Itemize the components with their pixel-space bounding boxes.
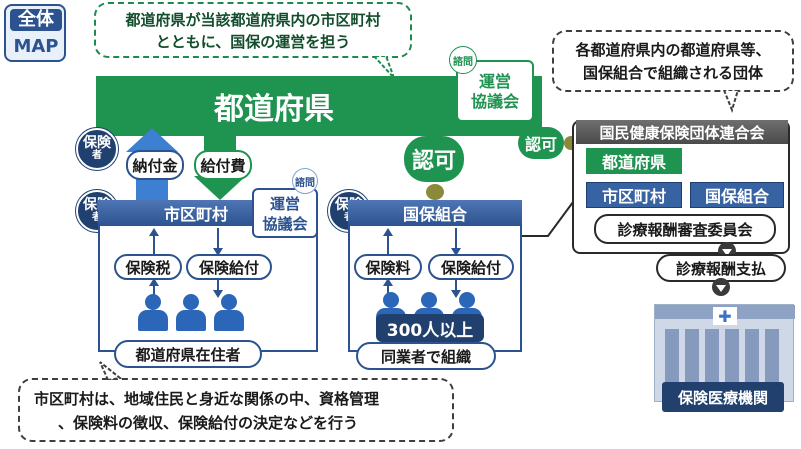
municipality-council: 運営 協議会 xyxy=(252,188,318,238)
union-members: 300人以上 xyxy=(376,314,484,342)
payment-out-label: 給付費 xyxy=(194,150,252,180)
payment-down-arrow-icon xyxy=(712,278,730,296)
approval-side-label: 認可 xyxy=(524,135,557,154)
municipality-council-line1: 運営 xyxy=(269,195,300,213)
callout-municipality-role: 市区町村は、地域住民と身近な関係の中、資格管理 、保険料の徴収、保険給付の決定な… xyxy=(18,378,454,442)
municipality-title: 市区町村 xyxy=(163,205,228,224)
logo-line2: MAP xyxy=(13,36,59,57)
federation-title-bar: 国民健康保険団体連合会 xyxy=(576,120,788,144)
union-title: 国保組合 xyxy=(402,205,467,224)
callout-federation-line1: 各都道府県内の都道府県等、 xyxy=(575,41,771,59)
municipality-council-tag: 諮問 xyxy=(292,168,318,194)
prefecture-council: 運営 協議会 xyxy=(456,60,534,122)
federation-committee: 診療報酬審査委員会 xyxy=(594,214,776,244)
insurer-badge-line1: 保険 xyxy=(83,135,111,152)
resident-person-icon xyxy=(138,294,168,332)
municipality-links xyxy=(149,228,223,298)
logo-line1: 全体 xyxy=(10,9,62,31)
municipality-item-benefit: 保険給付 xyxy=(186,254,272,280)
union-item-premium: 保険料 xyxy=(354,254,422,280)
insurer-badge-prefecture: 保険 者 xyxy=(76,128,118,170)
federation-member-municipality: 市区町村 xyxy=(586,182,682,208)
prefecture-council-line2: 協議会 xyxy=(470,92,519,111)
callout-municipality-line1: 市区町村は、地域住民と身近な関係の中、資格管理 xyxy=(34,390,380,408)
municipality-item-tax: 保険税 xyxy=(114,254,182,280)
insurer-badge-line2: 者 xyxy=(92,212,102,224)
hospital-windows xyxy=(665,329,785,385)
callout-federation-desc: 各都道府県内の都道府県等、 国保組合で組織される団体 xyxy=(552,30,794,92)
federation-connector xyxy=(522,197,577,237)
federation-committee-label: 診療報酬審査委員会 xyxy=(617,220,753,239)
prefecture-title: 都道府県 xyxy=(214,92,334,127)
municipality-council-line2: 協議会 xyxy=(262,215,308,233)
insurer-badge-line2: 者 xyxy=(92,150,102,162)
resident-person-icon xyxy=(176,294,206,332)
approval-main-label: 認可 xyxy=(411,149,456,174)
prefecture-council-line1: 運営 xyxy=(478,72,511,91)
callout-prefecture-role: 都道府県が当該都道府県内の市区町村 とともに、国保の運営を担う xyxy=(94,2,412,58)
union-bar: 国保組合 xyxy=(348,200,522,226)
callout-federation-line2: 国保組合で組織される団体 xyxy=(582,64,763,82)
hospital-cross-icon: ✚ xyxy=(713,307,737,326)
union-links xyxy=(383,228,461,298)
union-footer: 同業者で組織 xyxy=(356,342,496,370)
municipality-footer: 都道府県在住者 xyxy=(114,340,262,368)
prefecture-council-tag: 諮問 xyxy=(449,46,477,74)
callout-federation-pointer xyxy=(722,90,740,114)
resident-person-icon xyxy=(214,294,244,332)
callout-prefecture-role-line2: とともに、国保の運営を担う xyxy=(155,33,351,51)
logo: 全体 MAP xyxy=(4,4,66,62)
payment-in-label: 納付金 xyxy=(126,150,184,180)
callout-municipality-line2: 、保険料の徴収、保険給付の決定などを行う xyxy=(58,414,359,432)
callout-municipality-pointer xyxy=(99,361,123,380)
callout-prefecture-pointer xyxy=(372,56,395,79)
approval-main: 認可 xyxy=(404,136,464,182)
payment-label: 診療報酬支払 xyxy=(675,259,766,278)
federation-title: 国民健康保険団体連合会 xyxy=(599,123,765,142)
approval-main-arrow xyxy=(426,184,444,200)
federation-member-prefecture: 都道府県 xyxy=(586,148,682,174)
approval-side: 認可 xyxy=(518,127,564,159)
federation-member-union: 国保組合 xyxy=(690,182,784,208)
union-item-benefit: 保険給付 xyxy=(428,254,514,280)
callout-prefecture-role-line1: 都道府県が当該都道府県内の市区町村 xyxy=(125,11,381,29)
hospital-label: 保険医療機関 xyxy=(662,382,784,412)
